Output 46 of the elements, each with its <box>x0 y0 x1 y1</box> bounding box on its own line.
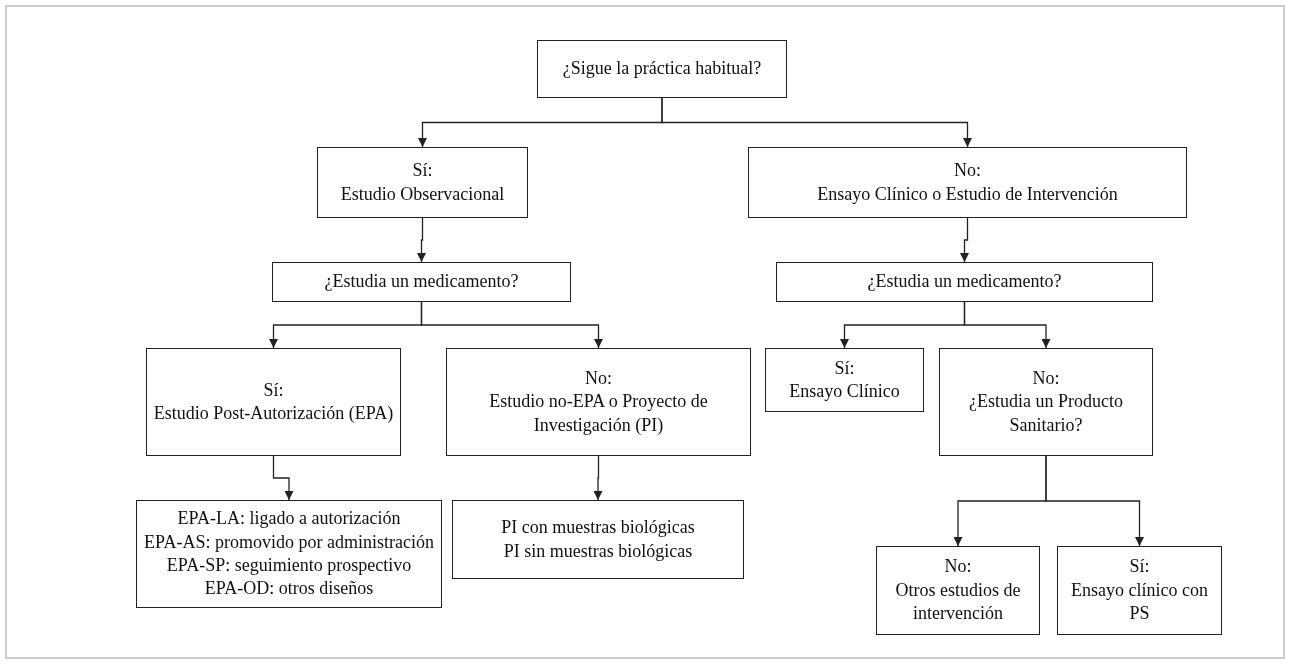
box-text: PI con muestras biológicas <box>501 516 695 540</box>
box-text: ¿Sigue la práctica habitual? <box>562 57 762 81</box>
box-heading: Sí: <box>834 356 855 380</box>
box-text: EPA-OD: otros diseños <box>204 577 374 601</box>
process-box <box>748 147 1187 218</box>
box-text: ¿Estudia un medicamento? <box>867 270 1062 294</box>
box-text: Otros estudios de intervención <box>894 578 1022 626</box>
process-box <box>446 348 751 456</box>
box-heading: Sí: <box>412 159 433 183</box>
connector-arrow <box>1045 455 1144 547</box>
box-text: EPA-SP: seguimiento prospectivo <box>166 554 412 577</box>
decision-box <box>776 262 1153 302</box>
box-heading: No: <box>944 555 972 579</box>
box-text: Ensayo Clínico <box>789 380 900 403</box>
box-text: Estudio Observacional <box>340 182 505 206</box>
connector-arrow <box>417 217 426 263</box>
process-box <box>765 348 924 412</box>
connector-arrow <box>960 217 969 263</box>
box-heading: No: <box>954 159 981 183</box>
process-box <box>939 348 1153 456</box>
connector-arrow <box>963 301 1051 349</box>
box-text: ¿Estudia un Producto Sanitario? <box>968 390 1124 437</box>
box-heading: No: <box>1032 366 1060 390</box>
process-box <box>136 500 442 608</box>
box-text: Estudio Post-Autorización (EPA) <box>153 402 394 425</box>
process-box <box>317 147 528 218</box>
box-text: ¿Estudia un medicamento? <box>324 270 519 294</box>
box-text: PI sin muestras biológicas <box>503 539 693 563</box>
connector-arrow <box>661 97 972 148</box>
box-heading: Sí: <box>263 378 284 402</box>
decision-box <box>272 262 571 302</box>
box-heading: No: <box>585 366 612 390</box>
box-text: Ensayo clínico con PS <box>1070 578 1209 626</box>
box-text: Ensayo Clínico o Estudio de Intervención <box>817 182 1118 206</box>
connector-arrow <box>272 455 294 501</box>
process-box <box>146 348 401 456</box>
process-box <box>452 500 744 579</box>
connector-arrow <box>593 455 603 501</box>
box-text: EPA-AS: promovido por administración <box>144 530 434 554</box>
process-box <box>876 546 1040 635</box>
box-text: EPA-LA: ligado a autorización <box>177 507 401 531</box>
box-heading: Sí: <box>1129 555 1150 579</box>
box-text: Estudio no-EPA o Proyecto de Investigación (PI) <box>488 390 709 437</box>
connector-arrow <box>420 301 603 349</box>
decision-box <box>537 40 787 98</box>
process-box <box>1057 546 1222 635</box>
